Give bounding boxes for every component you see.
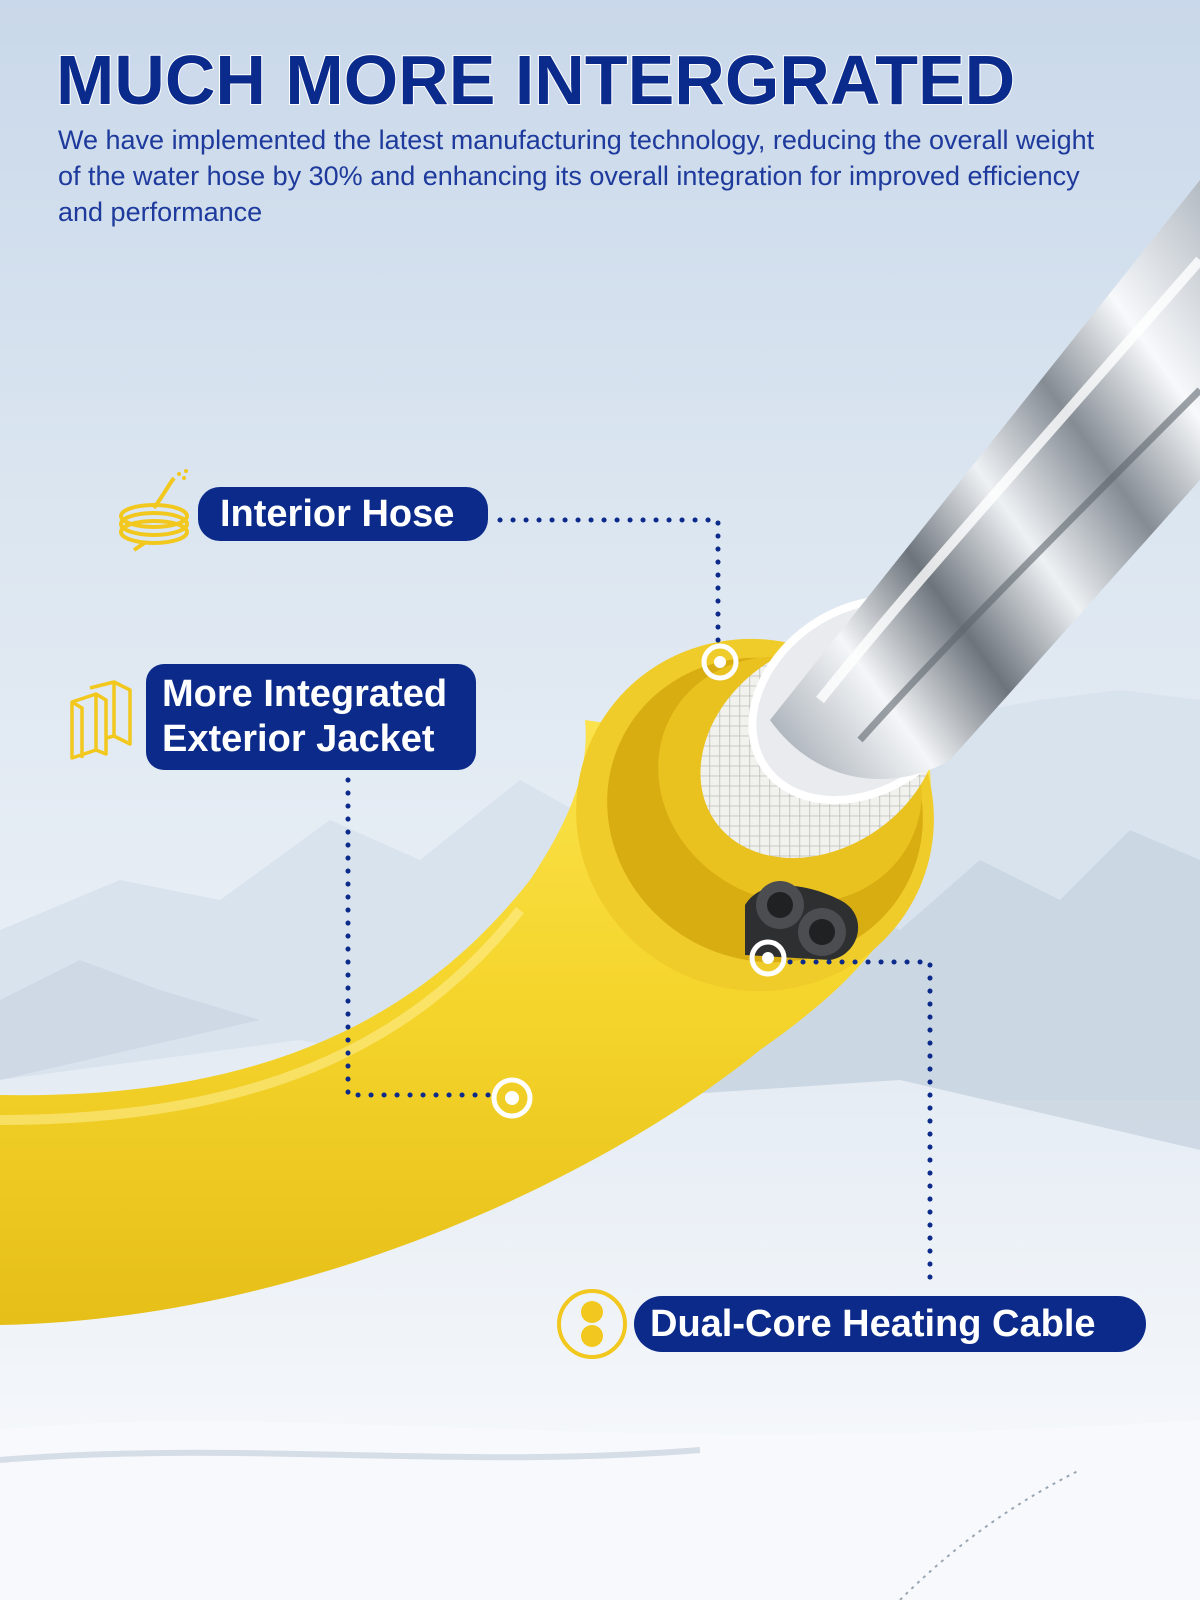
exterior-jacket-label-line1: More Integrated xyxy=(162,673,448,715)
exterior-jacket-label-line2: Exterior Jacket xyxy=(162,718,435,760)
headline: MUCH MORE INTERGRATED xyxy=(55,40,1016,120)
jacket-layers-icon xyxy=(70,680,132,760)
interior-hose-label: Interior Hose xyxy=(198,487,488,541)
heating-cable-label: Dual-Core Heating Cable xyxy=(634,1296,1146,1352)
coiled-hose-icon xyxy=(119,469,189,552)
exterior-jacket-label: More Integrated Exterior Jacket xyxy=(146,664,476,770)
subtitle: We have implemented the latest manufactu… xyxy=(58,125,1095,227)
dual-core-icon xyxy=(557,1289,627,1359)
